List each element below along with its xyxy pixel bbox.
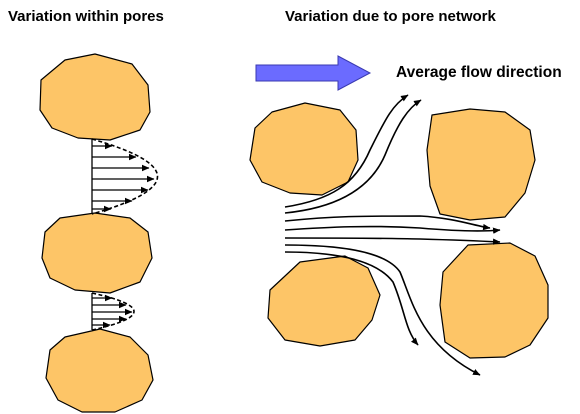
streamline xyxy=(284,237,501,245)
streamlines xyxy=(284,94,501,376)
streamline xyxy=(284,94,409,208)
right-panel xyxy=(249,55,549,376)
grain-middle xyxy=(41,212,153,294)
grain-lower-left xyxy=(267,255,381,347)
parabolic-profile-curve xyxy=(91,138,159,215)
flow-direction-label: Average flow direction xyxy=(396,64,562,81)
title-variation-within-pores: Variation within pores xyxy=(8,8,164,25)
grain-bottom xyxy=(45,328,154,413)
streamline xyxy=(284,99,422,214)
streamline xyxy=(284,244,481,376)
velocity-profile-upper xyxy=(91,138,159,215)
streamline xyxy=(284,215,491,231)
streamline xyxy=(284,225,501,234)
flow-direction-arrow xyxy=(255,55,372,91)
grain-lower-right xyxy=(439,242,549,359)
grain-upper-left xyxy=(249,102,359,196)
left-panel xyxy=(39,53,159,413)
grain-upper-right xyxy=(426,108,536,221)
title-variation-due-to-pore-network: Variation due to pore network xyxy=(285,8,496,25)
streamline xyxy=(284,251,419,346)
velocity-profile-lower xyxy=(91,292,135,331)
grain-top xyxy=(39,53,151,141)
